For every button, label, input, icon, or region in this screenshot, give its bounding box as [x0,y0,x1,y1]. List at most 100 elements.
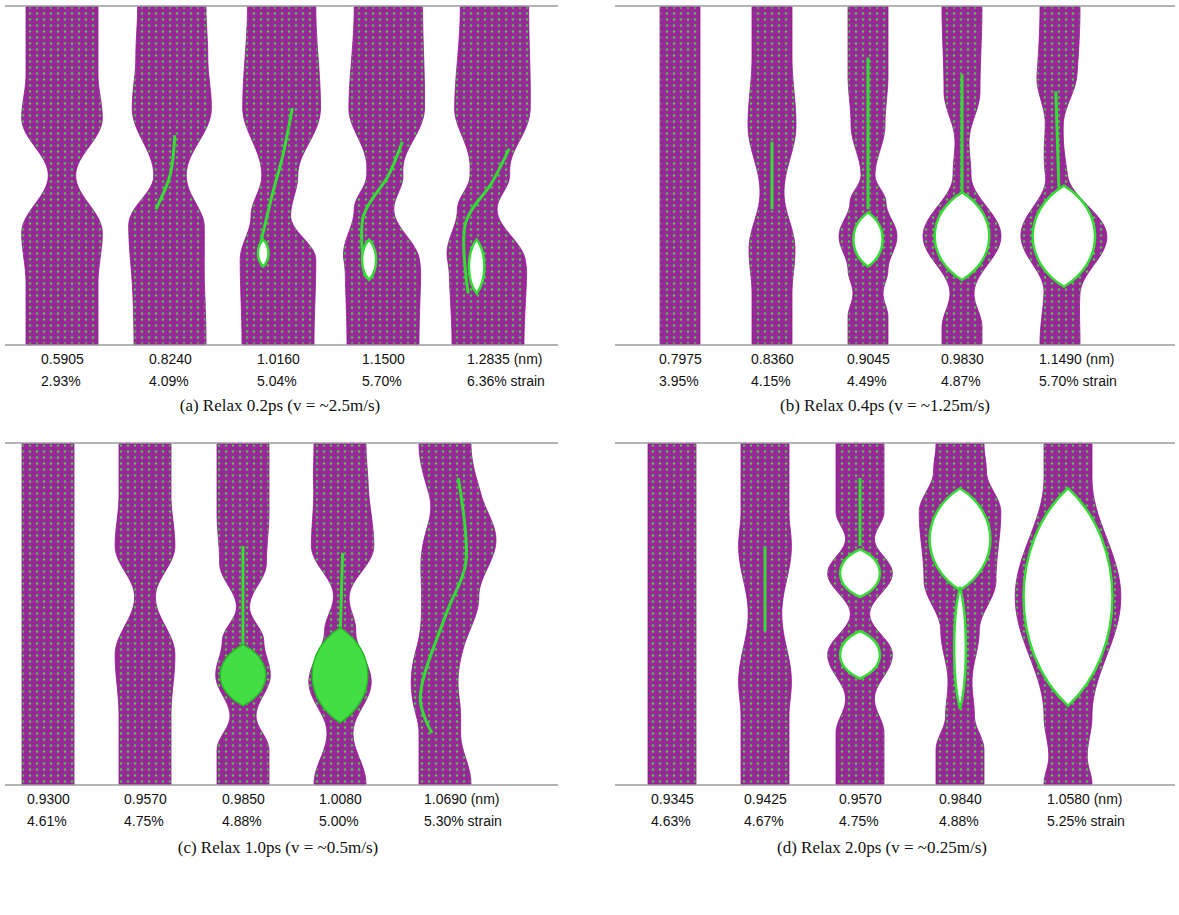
strain-value: 5.70% [362,373,402,389]
nanowire [22,444,74,784]
length-value: 0.9570 [124,791,167,807]
nanowire [343,7,424,344]
strain-value: 4.67% [744,813,784,829]
slip-band [859,478,862,546]
nanowire [115,444,175,784]
void [840,549,880,597]
length-value: 0.8360 [751,351,794,367]
strain-value: 4.15% [751,373,791,389]
panel-illustration [5,443,558,785]
length-value: 1.0580 (nm) [1047,791,1122,807]
length-value: 1.0690 (nm) [424,791,499,807]
slip-band [420,478,466,733]
slip-band [764,546,767,631]
nanowire [447,7,530,344]
strain-value: 4.75% [839,813,879,829]
nanowire [660,7,700,344]
void [1024,488,1113,706]
nanowire [216,444,271,784]
bottom-plate [5,784,558,786]
strain-value: 4.87% [941,373,981,389]
panel-caption: (b) Relax 0.4ps (v = ~1.25m/s) [780,396,990,416]
slip-band [867,58,870,210]
void [954,587,966,709]
length-value: 1.0080 [319,791,362,807]
length-value: 1.2835 (nm) [467,351,542,367]
length-value: 0.9425 [744,791,787,807]
slip-band [242,546,245,648]
length-value: 0.9300 [27,791,70,807]
nanowire [129,7,212,344]
strain-value: 4.63% [651,813,691,829]
strain-value: 4.09% [149,373,189,389]
panel-caption: (a) Relax 0.2ps (v = ~2.5m/s) [180,396,381,416]
panel-caption: (d) Relax 2.0ps (v = ~0.25m/s) [777,838,987,858]
length-value: 1.1500 [362,351,405,367]
nanowire [739,444,792,784]
slip-band [771,142,774,209]
length-value: 0.5905 [41,351,84,367]
nanowire [240,7,320,344]
nanowire [923,7,1001,344]
length-value: 0.7975 [659,351,702,367]
strain-value: 4.75% [124,813,164,829]
top-plate [5,442,558,444]
length-value: 0.9830 [941,351,984,367]
bottom-plate [5,344,558,346]
panel-caption: (c) Relax 1.0ps (v = ~0.5m/s) [178,838,379,858]
length-value: 0.9045 [847,351,890,367]
length-value: 0.9850 [222,791,265,807]
nanowire [1015,444,1121,784]
slip-band [156,135,175,209]
top-plate [615,442,1175,444]
strain-value: 5.30% strain [424,813,502,829]
bottom-plate [615,344,1175,346]
strain-value: 3.95% [659,373,699,389]
void [853,213,882,267]
nanowire [1021,7,1107,344]
nanowire [22,7,103,344]
void [1033,186,1095,287]
nanowire [309,444,374,784]
void [469,240,484,294]
strain-value: 5.25% strain [1047,813,1125,829]
nanowire [839,7,897,344]
void [935,192,990,280]
strain-value: 4.61% [27,813,67,829]
panel-illustration [615,6,1175,345]
strain-value: 4.49% [847,373,887,389]
strain-value: 5.70% strain [1039,373,1117,389]
nanowire [919,444,1001,784]
strain-value: 5.00% [319,813,359,829]
panel-illustration [5,6,558,345]
length-value: 0.9345 [651,791,694,807]
void [258,240,269,267]
top-plate [5,5,558,7]
strain-value: 6.36% strain [467,373,545,389]
strain-value: 4.88% [939,813,979,829]
strain-value: 2.93% [41,373,81,389]
void [930,488,991,590]
slip-band [961,74,964,192]
length-value: 0.8240 [149,351,192,367]
length-value: 1.0160 [257,351,300,367]
slip-band [464,149,509,294]
slip-band [1056,91,1059,192]
length-value: 0.9570 [839,791,882,807]
nanowire [648,444,696,784]
nanowire [411,444,496,784]
void [840,631,880,679]
length-value: 1.1490 (nm) [1039,351,1114,367]
surface-region [312,628,368,723]
strain-value: 4.88% [222,813,262,829]
bottom-plate [615,784,1175,786]
nanowire [828,444,893,784]
strain-value: 5.04% [257,373,297,389]
nanowire [748,7,796,344]
length-value: 0.9840 [939,791,982,807]
panel-illustration [615,443,1175,785]
slip-band [259,108,292,250]
void [362,240,376,280]
